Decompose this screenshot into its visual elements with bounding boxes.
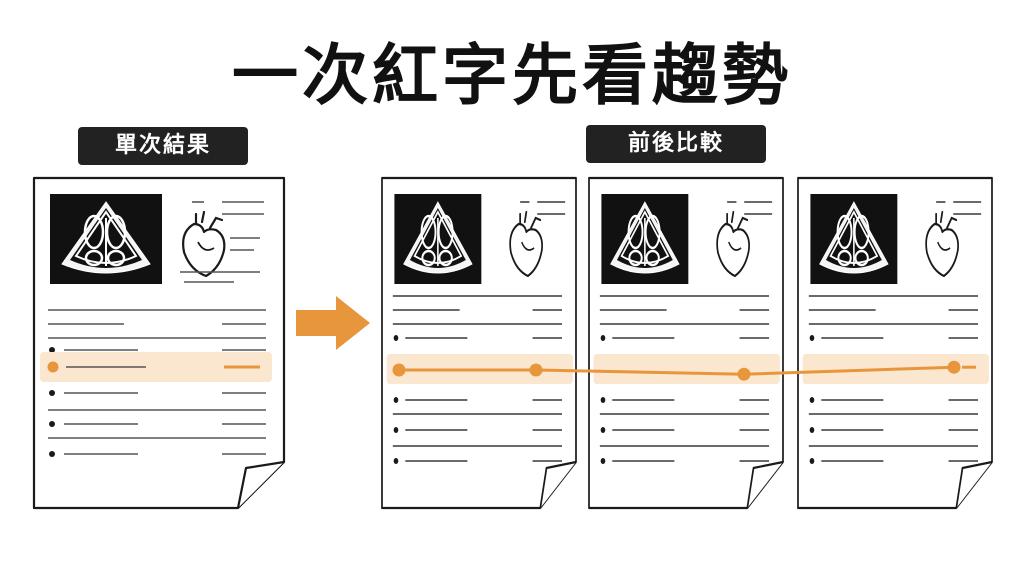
trend-point-1: [392, 363, 406, 377]
single-report-document: [32, 176, 286, 510]
page-title: 一次紅字先看趨勢: [232, 37, 792, 114]
echocardiogram-image: [393, 192, 483, 286]
arrow-right-icon: [296, 296, 370, 350]
trend-line: [399, 365, 955, 376]
bullet-dots: [49, 347, 55, 457]
highlight-row: [40, 352, 272, 382]
trend-point-3: [737, 367, 751, 381]
report-text-lines: [48, 201, 266, 455]
highlight-dot: [47, 361, 59, 373]
echocardiogram-image: [48, 192, 164, 286]
trend-point-4: [947, 360, 961, 374]
comparison-label: 前後比較: [586, 125, 766, 163]
comparison-report-1: [380, 176, 578, 510]
comparison-report-2: [587, 176, 785, 510]
single-result-label: 單次結果: [78, 127, 248, 165]
echocardiogram-image: [809, 192, 899, 286]
trend-line-group: [392, 360, 976, 381]
highlight-row: [593, 354, 780, 384]
comparison-report-3: [796, 176, 994, 510]
trend-point-2: [529, 363, 543, 377]
echocardiogram-image: [600, 192, 690, 286]
